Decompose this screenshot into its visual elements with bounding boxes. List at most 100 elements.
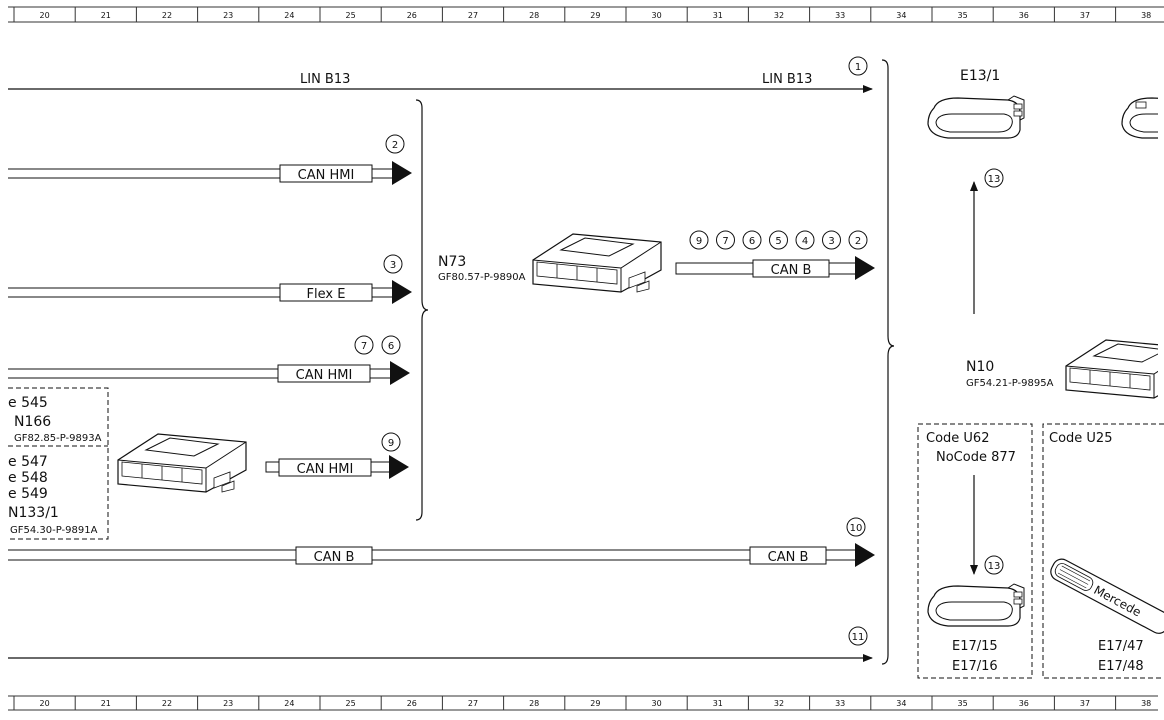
ref-circle-6: 6 xyxy=(381,335,401,355)
code-u62-group: Code U62 NoCode 877 13 E17/15 E17/16 xyxy=(917,423,1033,679)
svg-text:13: 13 xyxy=(988,561,1001,572)
svg-text:4: 4 xyxy=(802,236,808,247)
ruler-number: 26 xyxy=(407,699,417,708)
door-sill-icon: Mercede xyxy=(1050,558,1164,634)
n10-label: N10 xyxy=(966,359,994,375)
ref-circle-9: 9 xyxy=(381,432,401,452)
can-hmi-label-1: CAN HMI xyxy=(298,168,355,183)
ref-circle-4: 4 xyxy=(795,230,815,250)
ruler-number: 27 xyxy=(468,699,478,708)
ruler-number: 21 xyxy=(101,11,111,20)
n73-part: GF80.57-P-9890A xyxy=(438,272,526,283)
ref-circle-3: 3 xyxy=(822,230,841,250)
ruler-number: 36 xyxy=(1019,699,1029,708)
n73-block: N73 GF80.57-P-9890A xyxy=(438,254,526,283)
ref-circle-11: 11 xyxy=(848,626,868,646)
bottom-line-11: 11 xyxy=(8,626,873,662)
svg-text:3: 3 xyxy=(390,260,396,271)
ruler-number: 32 xyxy=(774,699,784,708)
e17-16-label: E17/16 xyxy=(952,659,998,674)
ruler-number: 31 xyxy=(713,699,723,708)
code-545: e 545 xyxy=(8,395,48,411)
svg-text:7: 7 xyxy=(361,341,367,352)
ruler-number: 28 xyxy=(529,699,539,708)
ruler-number: 37 xyxy=(1080,11,1090,20)
can-b-label-left: CAN B xyxy=(314,550,355,565)
n133-1-part: GF54.30-P-9891A xyxy=(10,525,98,536)
ref-circle-2: 2 xyxy=(385,134,405,154)
ruler-number: 36 xyxy=(1019,11,1029,20)
ruler-number: 38 xyxy=(1141,699,1151,708)
n10-to-e13-arrow: 13 xyxy=(970,168,1004,314)
svg-text:10: 10 xyxy=(850,523,863,534)
can-hmi-label-3: CAN HMI xyxy=(297,462,354,477)
ruler-number: 34 xyxy=(896,699,906,708)
ref-circle-9: 9 xyxy=(689,230,709,250)
can-b-bus: CAN B CAN B 10 xyxy=(8,517,875,567)
ruler-number: 25 xyxy=(346,11,356,20)
svg-text:2: 2 xyxy=(855,236,861,247)
n10-module-icon xyxy=(1065,339,1164,399)
can-hmi-bus-1: CAN HMI 2 xyxy=(8,134,412,185)
code-u25-group: Code U25 Mercede E17/47 E17/48 xyxy=(1042,423,1164,679)
n133-1-module-icon xyxy=(117,433,247,493)
ruler-number: 22 xyxy=(162,699,172,708)
ruler-number: 26 xyxy=(407,11,417,20)
ruler-number: 22 xyxy=(162,11,172,20)
lamp-icon-partial xyxy=(1121,97,1164,139)
right-crop-mask-2 xyxy=(1158,330,1164,410)
svg-text:11: 11 xyxy=(852,632,865,643)
n73-label: N73 xyxy=(438,254,466,270)
e17-lamp-icon xyxy=(927,583,1025,627)
e17-47-label: E17/47 xyxy=(1098,639,1144,654)
e13-1-lamp-icon xyxy=(927,95,1025,139)
svg-text:1: 1 xyxy=(855,62,861,73)
svg-text:5: 5 xyxy=(775,236,781,247)
n73-can-b-label: CAN B xyxy=(771,263,812,278)
ref-circle-5: 5 xyxy=(769,230,788,250)
ruler-number: 24 xyxy=(284,699,294,708)
nocode-877: NoCode 877 xyxy=(936,450,1016,465)
flex-e-label: Flex E xyxy=(307,287,346,302)
ref-circle-7: 7 xyxy=(716,230,735,250)
input-brace xyxy=(415,99,429,521)
ref-circle-7: 7 xyxy=(354,335,374,355)
svg-text:7: 7 xyxy=(722,236,728,247)
ruler-number: 24 xyxy=(284,11,294,20)
ruler-number: 28 xyxy=(529,11,539,20)
n73-can-b-output: CAN B 9 7 6 5 4 3 2 xyxy=(675,230,875,280)
can-hmi-bus-3: CAN HMI 9 xyxy=(265,432,409,479)
svg-text:2: 2 xyxy=(392,140,398,151)
ref-circle-13-bottom: 13 xyxy=(984,555,1004,575)
code-u25-title: Code U25 xyxy=(1049,431,1112,446)
code-548: e 548 xyxy=(8,470,48,486)
ruler-number: 35 xyxy=(958,699,968,708)
n166-part: GF82.85-P-9893A xyxy=(14,433,102,444)
ref-circle-3: 3 xyxy=(383,254,403,274)
n133-1-label: N133/1 xyxy=(8,505,59,521)
ruler-number: 35 xyxy=(958,11,968,20)
e17-15-label: E17/15 xyxy=(952,639,998,654)
ref-circle-13-top: 13 xyxy=(984,168,1004,188)
ruler-number: 20 xyxy=(40,11,50,20)
ruler-number: 23 xyxy=(223,699,233,708)
ruler-number: 33 xyxy=(835,11,845,20)
code-547: e 547 xyxy=(8,454,48,470)
n166-label: N166 xyxy=(14,414,51,430)
ref-circle-10: 10 xyxy=(846,517,866,537)
ruler-number: 23 xyxy=(223,11,233,20)
svg-text:9: 9 xyxy=(696,236,702,247)
flex-e-bus: Flex E 3 xyxy=(8,254,412,304)
lin-b13-label-right: LIN B13 xyxy=(762,72,812,87)
can-hmi-bus-2: CAN HMI 7 6 xyxy=(8,335,410,385)
left-module-group: e 545 N166 GF82.85-P-9893A e 547 e 548 e… xyxy=(8,387,109,540)
output-brace xyxy=(881,59,895,665)
code-u62-title: Code U62 xyxy=(926,431,989,446)
ruler-number: 34 xyxy=(896,11,906,20)
code-549: e 549 xyxy=(8,486,48,502)
ruler-number: 30 xyxy=(652,11,662,20)
ref-circle-6: 6 xyxy=(742,230,762,250)
can-hmi-label-2: CAN HMI xyxy=(296,368,353,383)
